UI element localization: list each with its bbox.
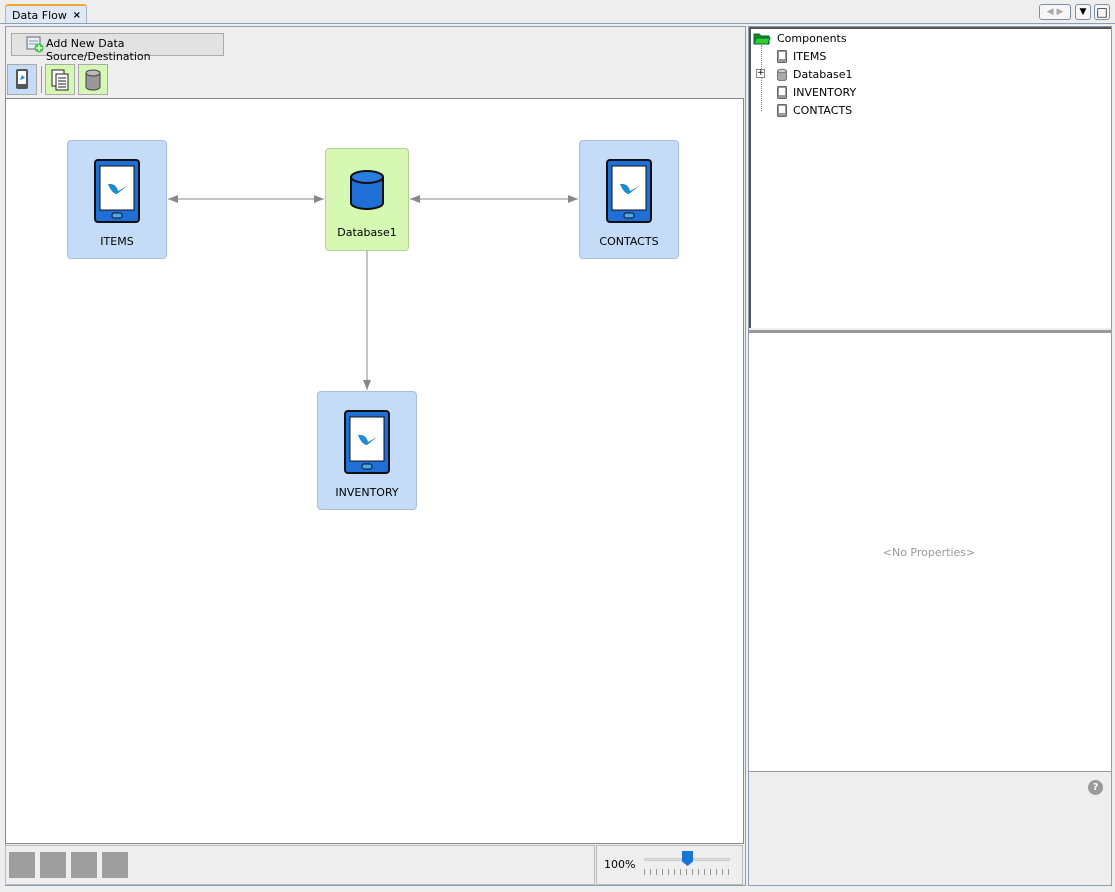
node-inventory[interactable]: INVENTORY — [317, 391, 417, 510]
add-source-label: Add New Data Source/Destination — [46, 37, 151, 63]
tree-item[interactable]: Database1 — [777, 65, 853, 83]
no-properties-label: <No Properties> — [882, 546, 976, 559]
device-icon — [777, 49, 787, 63]
align-bottom-icon[interactable] — [102, 852, 128, 878]
node-items[interactable]: ITEMS — [67, 140, 167, 259]
tab-data-flow[interactable]: Data Flow × — [5, 4, 87, 24]
properties-panel: <No Properties> — [749, 330, 1111, 771]
node-database1[interactable]: Database1 — [325, 148, 409, 251]
node-label: Database1 — [337, 226, 397, 239]
node-label: CONTACTS — [599, 235, 659, 248]
document-icon — [51, 69, 69, 91]
zoom-bar — [596, 845, 743, 885]
database-icon — [85, 69, 101, 91]
alignment-bar — [5, 845, 595, 885]
device-icon — [777, 103, 787, 117]
tab-scroll-buttons[interactable]: ◀ ▶ — [1039, 4, 1071, 20]
tree-item-label: ITEMS — [793, 49, 827, 63]
align-left-icon[interactable] — [9, 852, 35, 878]
connections — [168, 195, 578, 390]
database-icon — [777, 68, 787, 81]
tree-item-label: Database1 — [793, 67, 853, 81]
tablet-icon — [94, 159, 140, 223]
help-divider — [749, 771, 1111, 772]
node-label: INVENTORY — [335, 486, 399, 499]
add-source-icon — [26, 36, 44, 53]
zoom-label: 100% — [604, 858, 636, 871]
tab-label: Data Flow — [12, 9, 67, 22]
device-icon — [777, 85, 787, 99]
tree-item[interactable]: INVENTORY — [777, 83, 856, 101]
menu-dropdown-icon[interactable]: ▼ — [1075, 4, 1091, 20]
file-tool-button[interactable] — [45, 64, 75, 95]
add-data-source-button[interactable]: Add New Data Source/Destination — [11, 33, 224, 63]
prev-icon[interactable]: ◀ — [1046, 7, 1054, 17]
tree-item-label: CONTACTS — [793, 103, 853, 117]
database-tool-button[interactable] — [78, 64, 108, 95]
device-icon — [16, 69, 28, 89]
folder-open-icon — [753, 33, 771, 45]
components-tree: Components ITEMS Database1 + INVENTORY C… — [749, 27, 1111, 328]
tree-guide — [761, 45, 762, 111]
tablet-icon — [344, 410, 390, 474]
zoom-slider-thumb[interactable] — [682, 851, 693, 866]
toolbar-separator — [41, 66, 42, 93]
tree-item[interactable]: ITEMS — [777, 47, 826, 65]
tree-item[interactable]: CONTACTS — [777, 101, 852, 119]
tablet-icon — [606, 159, 652, 223]
tree-root[interactable]: Components — [753, 29, 847, 47]
database-icon — [350, 170, 384, 210]
next-icon[interactable]: ▶ — [1056, 7, 1064, 17]
tab-divider — [0, 23, 1115, 24]
help-icon[interactable]: ? — [1088, 780, 1103, 795]
node-label: ITEMS — [100, 235, 134, 248]
device-tool-button[interactable] — [7, 64, 37, 95]
close-tab-icon[interactable]: × — [72, 10, 81, 21]
tree-item-label: INVENTORY — [793, 85, 857, 99]
node-contacts[interactable]: CONTACTS — [579, 140, 679, 259]
align-top-icon[interactable] — [71, 852, 97, 878]
maximize-icon[interactable]: □ — [1094, 4, 1110, 20]
zoom-slider-ticks — [644, 869, 730, 875]
tree-root-label: Components — [777, 31, 847, 45]
expand-icon[interactable]: + — [756, 68, 765, 78]
align-right-icon[interactable] — [40, 852, 66, 878]
